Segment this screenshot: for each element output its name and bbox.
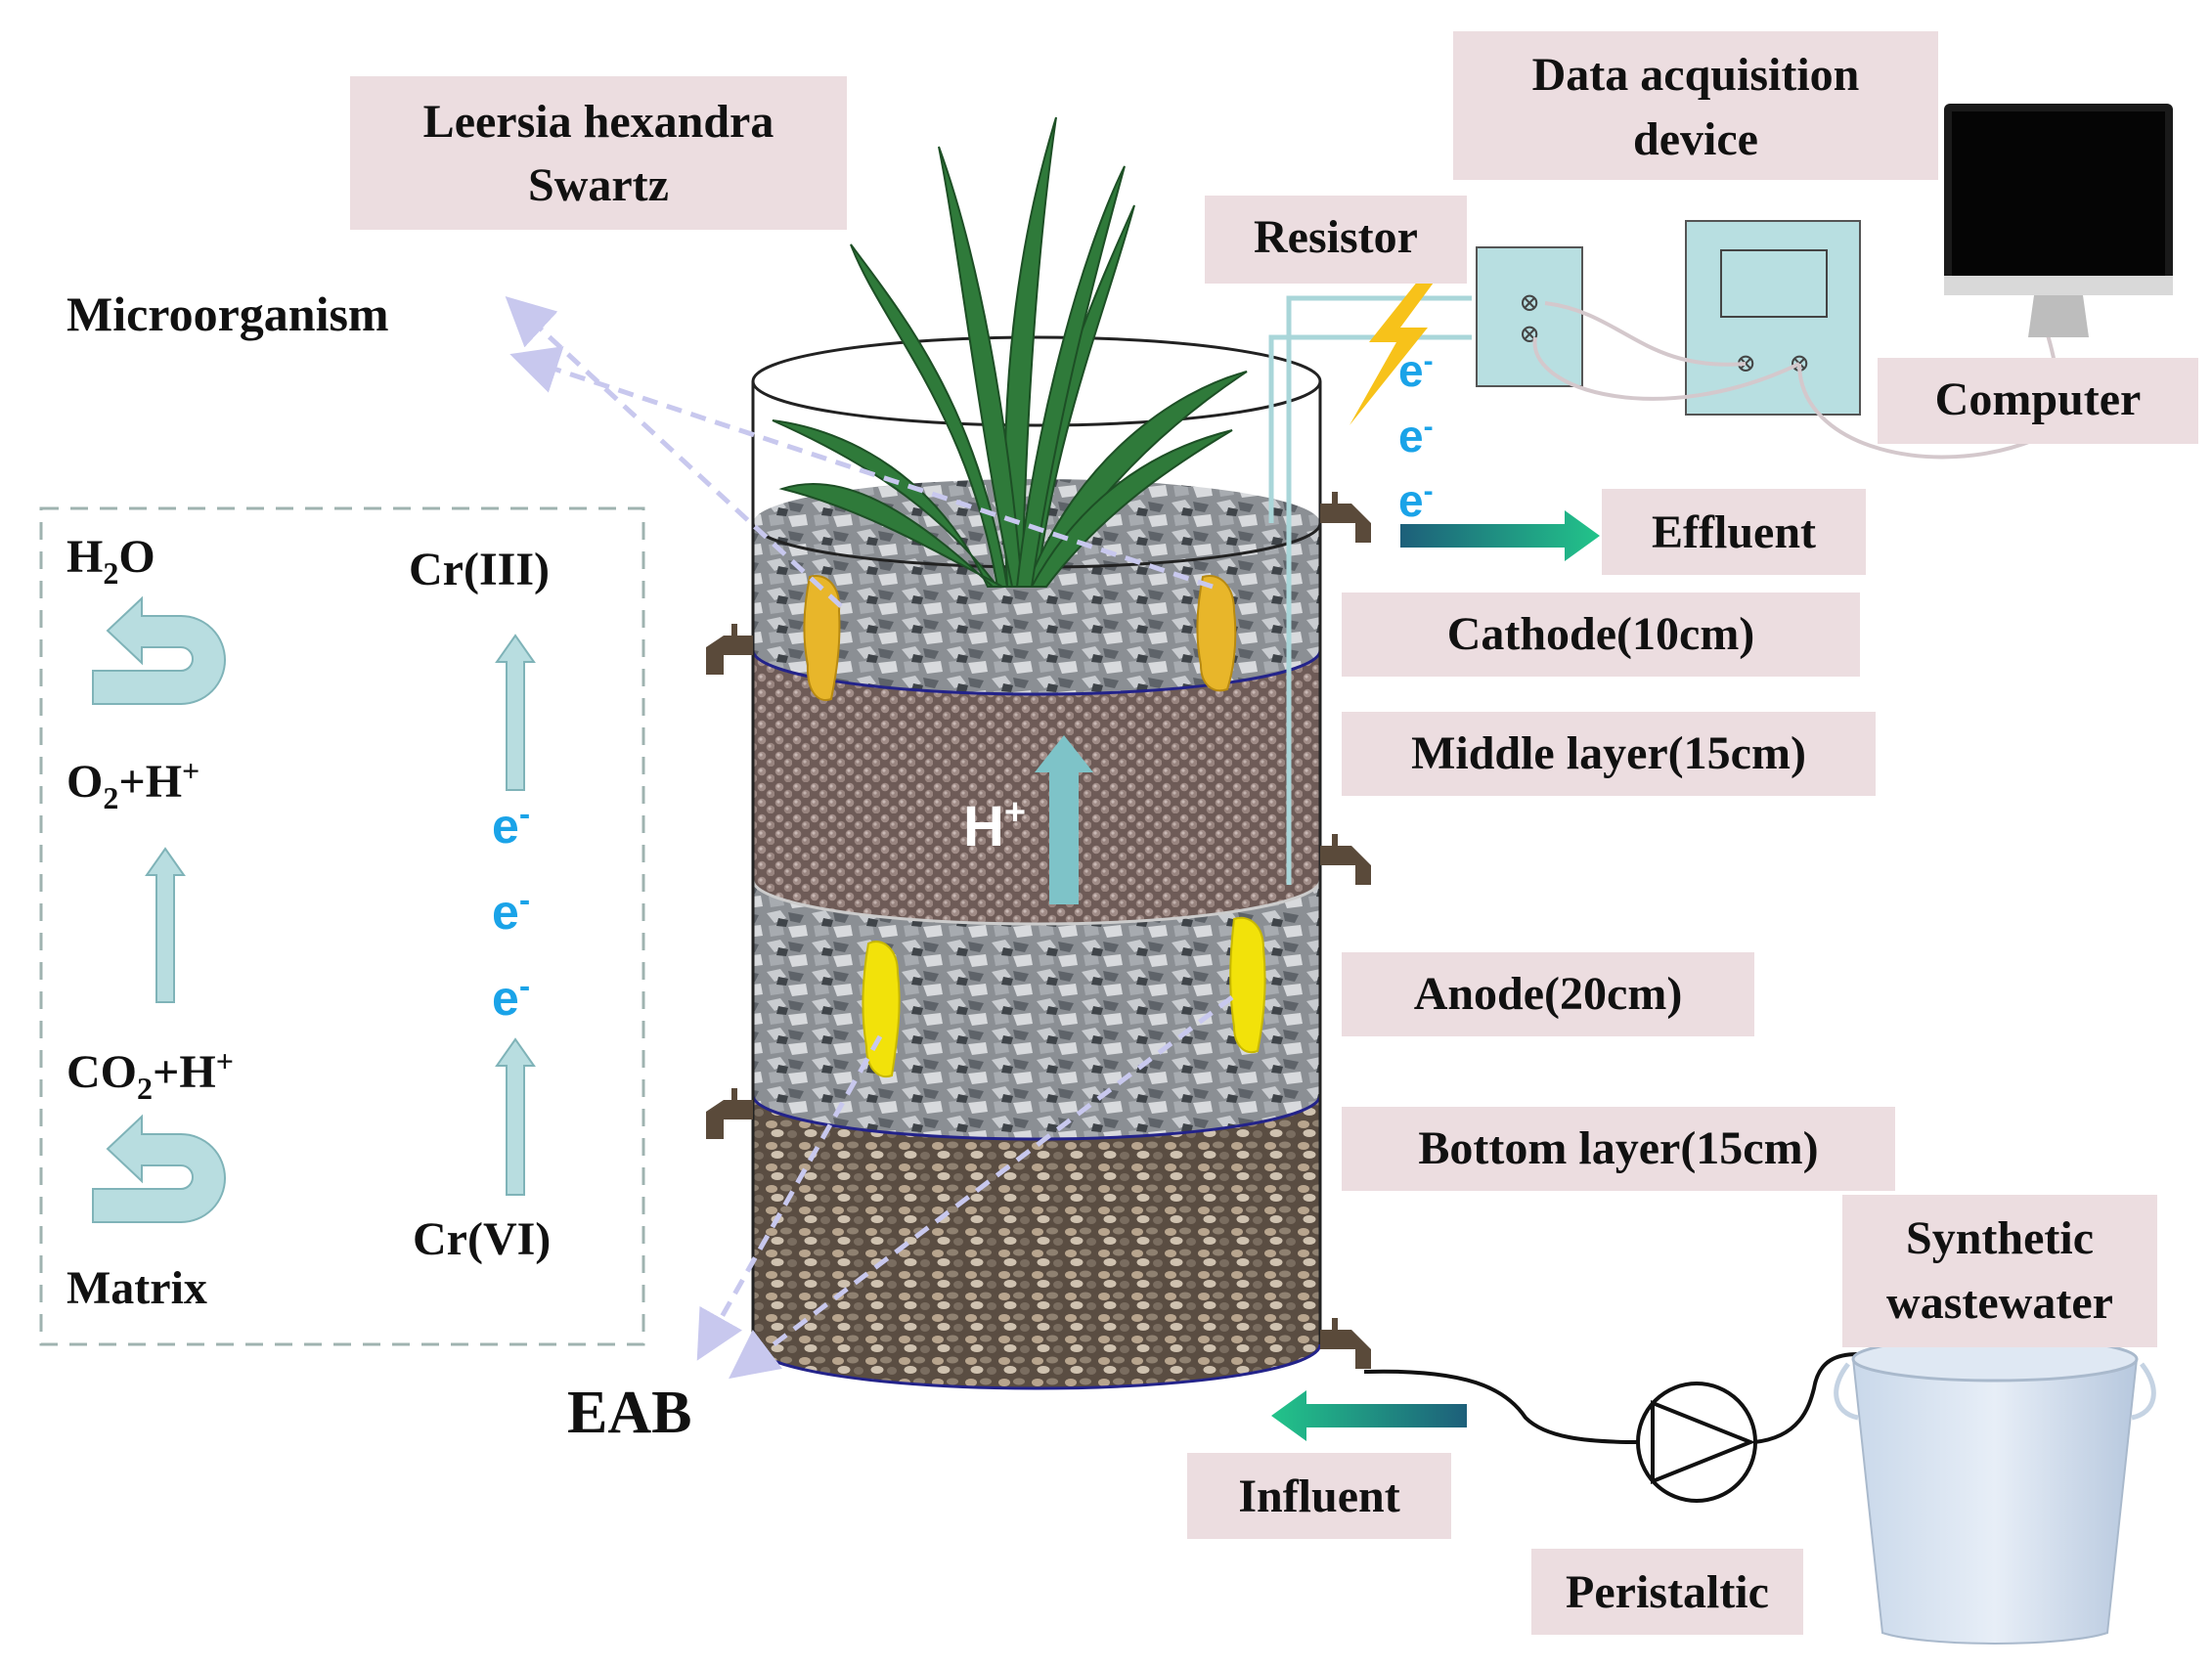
anode-label: Anode(20cm) (1414, 968, 1683, 1020)
lightning-bolt-icon (1349, 256, 1447, 425)
anode-label-box (1342, 952, 1754, 1036)
reaction-panel (39, 506, 645, 1346)
daq-label-line2: device (1633, 113, 1758, 165)
up-arrow-icon (145, 847, 186, 1003)
matrix-label: Matrix (66, 1262, 207, 1314)
dashed-pointer (505, 296, 1234, 1380)
computer-label: Computer (1935, 373, 2142, 425)
tap-icon (706, 492, 1371, 1369)
u-turn-arrow-icon (92, 595, 226, 705)
o2-label: O2+H+ (66, 753, 199, 815)
plant-label-box (350, 76, 847, 230)
computer-icon (1944, 104, 2173, 337)
bottom-layer (753, 1095, 1320, 1388)
wastewater-label-line2: wastewater (1886, 1277, 2113, 1329)
electron-symbol: e- (1398, 345, 1434, 396)
plant-label-line2: Swartz (528, 159, 669, 211)
cr6-label: Cr(VI) (413, 1213, 551, 1265)
middle-layer (753, 650, 1320, 924)
bottom-layer-label-box (1342, 1107, 1895, 1191)
influent-arrow-icon (1271, 1390, 1467, 1441)
eab-label: EAB (567, 1380, 691, 1446)
terminal-icon: ⊗ (1789, 349, 1810, 377)
wastewater-label-box (1842, 1195, 2157, 1347)
middle-layer-label: Middle layer(15cm) (1411, 727, 1806, 779)
computer-label-box (1878, 358, 2198, 444)
peristaltic-pump-icon (1636, 1382, 1757, 1503)
terminal-icon: ⊗ (1519, 288, 1540, 317)
plant-icon (772, 116, 1248, 588)
cathode-layer (753, 523, 1320, 694)
proton-label: H+ (963, 792, 1026, 858)
microorganism-label: Microorganism (66, 286, 389, 341)
proton-arrow-icon (1035, 735, 1093, 904)
cathode-label-box (1342, 593, 1860, 677)
up-arrow-icon (495, 634, 536, 791)
effluent-label-box (1602, 489, 1866, 575)
resistor-box (1476, 246, 1583, 387)
daq-screen (1720, 249, 1828, 318)
co2-label: CO2+H+ (66, 1043, 234, 1106)
column-rim (751, 335, 1322, 427)
bottom-layer-label: Bottom layer(15cm) (1418, 1122, 1818, 1174)
electron-symbol: e- (492, 796, 530, 854)
wastewater-label-line1: Synthetic (1906, 1212, 2094, 1264)
electron-symbol: e- (492, 882, 530, 940)
bucket-icon (1834, 1336, 2156, 1645)
cathode-label: Cathode(10cm) (1447, 608, 1755, 660)
resistor-label: Resistor (1254, 211, 1418, 263)
plant-label-line1: Leersia hexandra (423, 96, 774, 148)
electron-symbol: e- (1398, 475, 1434, 526)
peristaltic-label: Peristaltic (1566, 1566, 1769, 1618)
cr3-label: Cr(III) (409, 544, 550, 595)
effluent-label: Effluent (1652, 506, 1816, 558)
terminal-icon: ⊗ (1735, 349, 1756, 377)
resistor-label-box (1205, 196, 1467, 284)
peristaltic-label-box (1531, 1549, 1803, 1635)
u-turn-arrow-icon (92, 1114, 226, 1223)
daq-label-box (1453, 31, 1938, 180)
electron-symbol: e- (492, 968, 530, 1026)
terminal-icon: ⊗ (1519, 320, 1540, 348)
h2o-label: H2O (66, 531, 155, 591)
middle-layer-label-box (1342, 712, 1876, 796)
electron-symbol: e- (1398, 411, 1434, 461)
effluent-arrow-icon (1400, 510, 1600, 561)
anode-layer (753, 880, 1320, 1139)
influent-label: Influent (1238, 1470, 1399, 1522)
influent-label-box (1187, 1453, 1451, 1539)
cathode-electrode-icon (803, 575, 1237, 701)
up-arrow-icon (495, 1037, 536, 1196)
anode-electrode-icon (862, 916, 1266, 1078)
tubing (1363, 1352, 1859, 1444)
daq-label-line1: Data acquisition (1532, 49, 1860, 101)
